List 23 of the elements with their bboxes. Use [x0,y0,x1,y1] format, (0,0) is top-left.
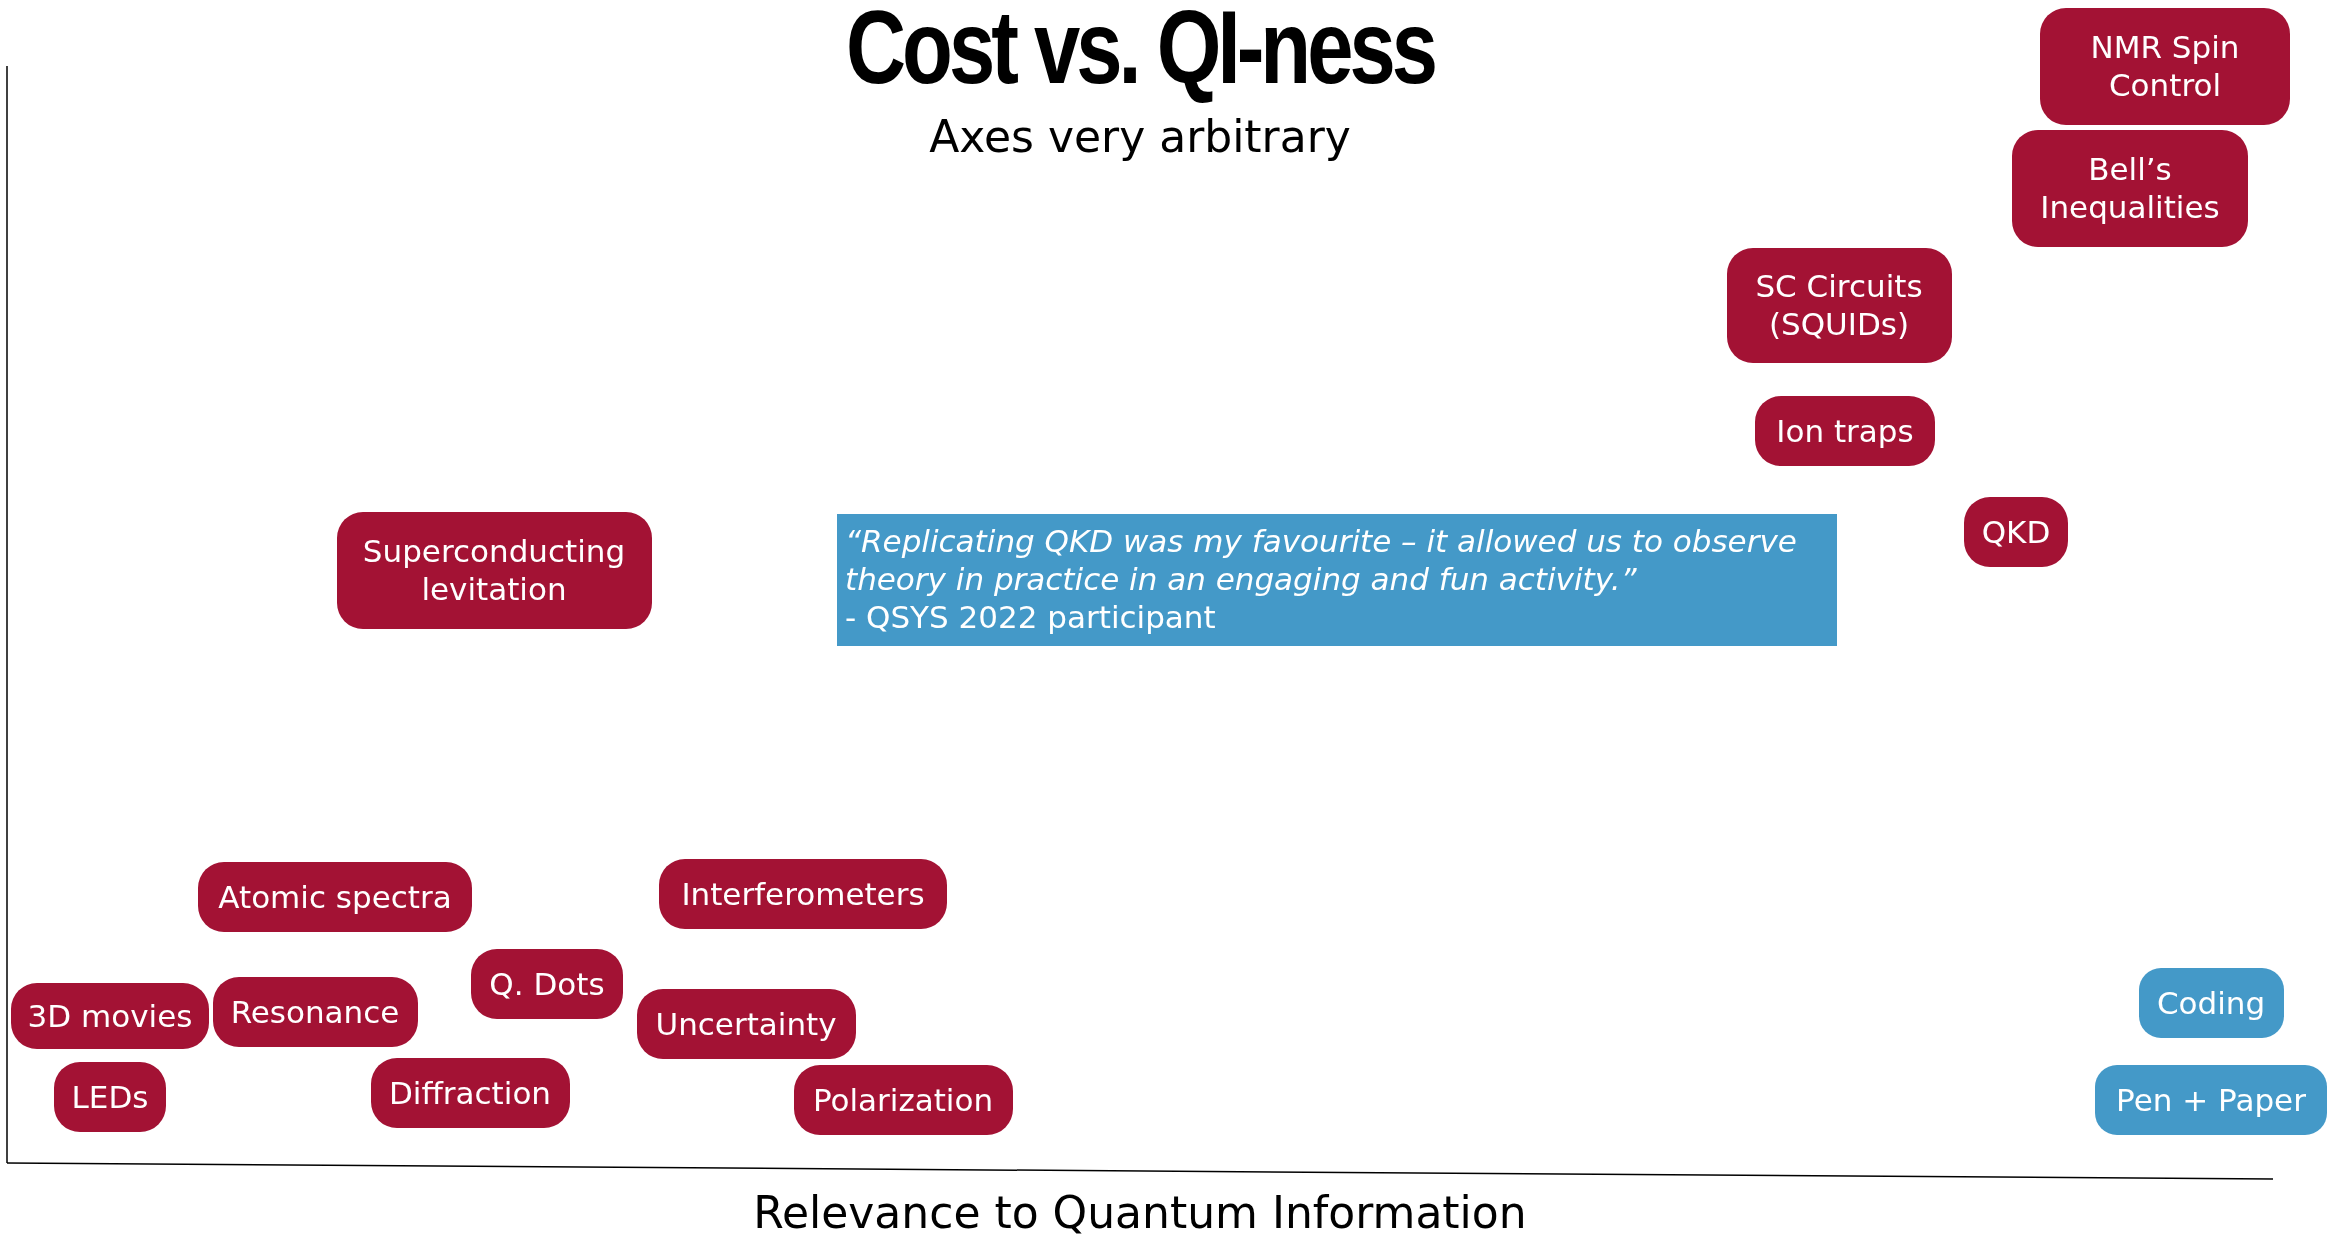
topic-label: Uncertainty [636,989,856,1059]
topic-label: SC Circuits (SQUIDs) [1726,247,1952,363]
quote-text: “Replicating QKD was my favourite – it allowed us to observe theory in practice in an engaging and fun activity.” [845,522,1798,598]
topic-label: Ion traps [1755,396,1935,466]
attribution-text: - QSYS 2022 participant [845,598,1217,636]
topic-label: Atomic spectra [198,862,472,932]
topic-label: QKD [1964,497,2068,567]
topic-label: Pen + Paper [2095,1065,2327,1135]
topic-label: NMR Spin Control [2040,7,2290,125]
topic-label: Superconducting levitation [336,511,652,629]
topic-label: Bell’s Inequalities [2012,129,2248,247]
topic-label: LEDs [54,1062,166,1132]
topic-label: Q. Dots [471,949,623,1019]
chart-title: Cost vs. QI-ness [845,0,1436,102]
topic-label: Resonance [212,977,418,1047]
topic-label: Interferometers [659,859,947,929]
axis-title: Relevance to Quantum Information [752,1186,1528,1237]
topic-label: Diffraction [370,1058,570,1128]
subtitle: Axes very arbitrary [928,110,1352,164]
quote-box [837,514,1837,646]
topic-label: 3D movies [11,983,209,1049]
topic-label: Coding [2138,968,2284,1038]
topic-label: Polarization [793,1065,1013,1135]
